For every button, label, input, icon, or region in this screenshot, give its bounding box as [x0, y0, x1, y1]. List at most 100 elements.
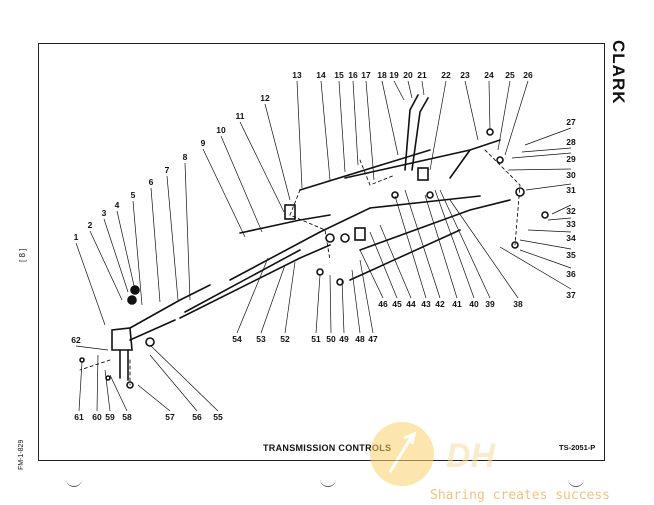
leader-line-29 — [511, 152, 572, 159]
callout-15: 15 — [334, 70, 344, 80]
leader-line-48 — [351, 269, 361, 334]
leader-line-39 — [439, 189, 491, 299]
callout-9: 9 — [201, 138, 206, 148]
callout-36: 36 — [566, 269, 576, 279]
leader-line-34 — [527, 229, 572, 233]
leader-line-40 — [434, 189, 475, 299]
leader-line-36 — [519, 249, 572, 269]
leader-line-11 — [239, 121, 285, 213]
leader-line-55 — [149, 344, 219, 412]
callout-55: 55 — [213, 412, 223, 422]
watermark-logo: DHT — [370, 422, 498, 486]
leader-line-54 — [236, 257, 269, 334]
control-rod — [359, 199, 511, 251]
leader-line-41 — [424, 194, 458, 299]
callout-4: 4 — [115, 200, 120, 210]
leader-line-22 — [429, 80, 447, 171]
leader-line-30 — [507, 168, 572, 171]
callout-51: 51 — [311, 334, 321, 344]
fitting — [105, 375, 111, 381]
leader-line-44 — [379, 224, 412, 299]
fitting — [325, 233, 335, 243]
callout-43: 43 — [421, 299, 431, 309]
callout-16: 16 — [348, 70, 358, 80]
leader-line-58 — [109, 374, 128, 412]
leader-line-5 — [132, 200, 143, 306]
leader-line-9 — [202, 148, 246, 238]
callout-40: 40 — [469, 299, 479, 309]
callout-24: 24 — [484, 70, 494, 80]
callout-62: 62 — [71, 335, 81, 345]
callout-8: 8 — [183, 152, 188, 162]
callout-2: 2 — [88, 220, 93, 230]
control-rod — [229, 195, 481, 281]
callout-26: 26 — [523, 70, 533, 80]
leader-line-27 — [524, 127, 572, 146]
callout-33: 33 — [566, 219, 576, 229]
control-rod — [404, 94, 419, 171]
leader-line-52 — [284, 261, 296, 334]
watermark-text: Sharing creates success — [430, 488, 611, 503]
callout-27: 27 — [566, 117, 576, 127]
leader-line-18 — [381, 80, 399, 156]
callout-29: 29 — [566, 154, 576, 164]
leader-line-23 — [464, 80, 479, 141]
callout-34: 34 — [566, 233, 576, 243]
callout-12: 12 — [260, 93, 270, 103]
binder-hole — [568, 478, 584, 487]
callout-54: 54 — [232, 334, 242, 344]
callout-59: 59 — [105, 412, 115, 422]
callout-10: 10 — [216, 125, 226, 135]
valve-body — [111, 327, 133, 351]
callout-6: 6 — [149, 177, 154, 187]
fitting — [316, 268, 324, 276]
binder-hole — [320, 478, 336, 487]
leader-line-19 — [393, 80, 405, 101]
watermark-arrow — [388, 431, 417, 473]
leader-line-3 — [103, 218, 129, 293]
callout-13: 13 — [292, 70, 302, 80]
fitting — [426, 191, 434, 199]
leader-line-15 — [338, 80, 346, 173]
dashed-guide — [289, 189, 331, 261]
control-rod — [299, 149, 431, 191]
figure-code: TS-2051-P — [559, 443, 596, 452]
callout-11: 11 — [236, 111, 245, 121]
callout-31: 31 — [566, 185, 576, 195]
dashed-guide — [79, 359, 111, 371]
callout-50: 50 — [326, 334, 336, 344]
clevis — [284, 204, 296, 220]
callout-21: 21 — [417, 70, 427, 80]
clevis — [354, 227, 366, 241]
leader-line-59 — [104, 369, 111, 412]
callout-20: 20 — [403, 70, 413, 80]
leader-line-14 — [320, 80, 331, 181]
leader-line-6 — [150, 187, 161, 303]
leader-line-28 — [521, 147, 572, 153]
watermark-mark: DHT — [446, 437, 498, 475]
callout-18: 18 — [377, 70, 387, 80]
callout-19: 19 — [389, 70, 399, 80]
callout-30: 30 — [566, 170, 576, 180]
callout-42: 42 — [435, 299, 445, 309]
leader-line-51 — [315, 274, 321, 334]
leader-line-49 — [341, 279, 345, 334]
leader-line-26 — [504, 80, 529, 156]
callout-37: 37 — [566, 290, 576, 300]
callout-25: 25 — [505, 70, 515, 80]
leader-line-10 — [220, 135, 263, 233]
callout-23: 23 — [460, 70, 470, 80]
fitting — [145, 337, 155, 347]
leader-line-62 — [75, 345, 109, 351]
leader-line-25 — [497, 80, 511, 151]
fitting — [541, 211, 549, 219]
control-rod — [411, 97, 429, 171]
leader-line-61 — [78, 361, 83, 412]
leader-line-33 — [547, 217, 572, 221]
leader-line-13 — [296, 80, 303, 189]
callout-60: 60 — [92, 412, 102, 422]
control-rod — [184, 249, 301, 313]
callout-35: 35 — [566, 250, 576, 260]
callout-56: 56 — [192, 412, 202, 422]
